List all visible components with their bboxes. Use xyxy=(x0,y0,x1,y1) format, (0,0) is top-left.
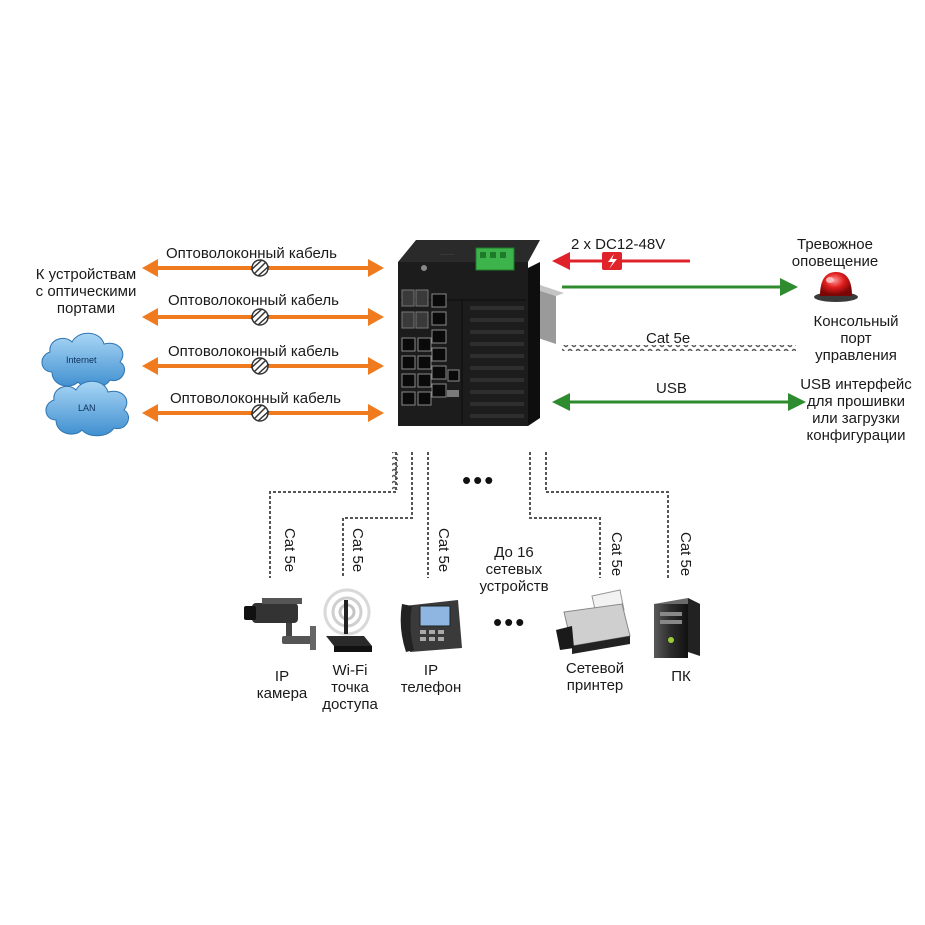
cable-label-wifi: Cat 5e xyxy=(349,528,366,573)
wifi-ap-label: Wi-Fi точка доступа xyxy=(322,662,378,713)
bottom-cables xyxy=(392,452,398,490)
console-port-label: Консольный порт управления xyxy=(813,313,899,364)
cable-label-phone: Cat 5e xyxy=(435,528,452,573)
fiber-break-icon xyxy=(250,259,270,422)
cable-label-printer: Cat 5e xyxy=(608,532,625,577)
alarm-lamp-icon xyxy=(814,272,858,302)
cable-path-camera xyxy=(269,452,397,578)
cable-path-printer xyxy=(529,452,601,578)
industrial-switch-icon: ······· xyxy=(398,240,564,426)
power-label: 2 x DC12-48V xyxy=(571,236,666,253)
ip-phone-icon xyxy=(400,600,462,652)
alarm-arrow xyxy=(562,278,798,296)
cable-label-camera: Cat 5e xyxy=(281,528,298,573)
fiber-cable-label-1: Оптоволоконный кабель xyxy=(166,245,337,262)
printer-icon xyxy=(556,589,631,654)
usb-interface-label: USB интерфейс для прошивки или загрузки … xyxy=(800,376,912,444)
ip-camera-label: IP камера xyxy=(256,668,308,702)
alarm-label: Тревожное оповещение xyxy=(791,236,879,270)
ellipsis-top: ••• xyxy=(462,465,496,495)
ip-phone-label: IP телефон xyxy=(400,662,462,696)
lan-cloud-label: LAN xyxy=(78,403,96,413)
fiber-cable-label-4: Оптоволоконный кабель xyxy=(170,390,341,407)
lan-cloud-icon xyxy=(45,380,129,437)
pc-tower-icon xyxy=(654,598,700,658)
usb-arrow xyxy=(552,393,806,411)
internet-cloud-label: Internet xyxy=(66,355,97,365)
console-cable-label: Cat 5e xyxy=(646,330,691,347)
usb-label: USB xyxy=(656,380,687,397)
power-arrow xyxy=(552,252,690,270)
ip-camera-icon xyxy=(244,598,316,650)
cable-path-wifi xyxy=(342,452,413,578)
cable-path-pc xyxy=(545,452,669,578)
fiber-cable-label-3: Оптоволоконный кабель xyxy=(168,343,339,360)
internet-cloud-icon xyxy=(41,332,125,389)
printer-label: Сетевой принтер xyxy=(565,660,625,694)
optical-devices-label: К устройствам с оптическими портами xyxy=(35,266,137,317)
ellipsis-bottom: ••• xyxy=(493,607,527,637)
device-count-label: До 16 сетевых устройств xyxy=(479,544,549,595)
wifi-access-point-icon xyxy=(323,588,372,652)
svg-text:·······: ······· xyxy=(440,252,454,258)
fiber-cable-label-2: Оптоволоконный кабель xyxy=(168,292,339,309)
pc-label: ПК xyxy=(671,668,691,685)
cable-label-pc: Cat 5e xyxy=(677,532,694,577)
console-cable xyxy=(562,345,796,351)
